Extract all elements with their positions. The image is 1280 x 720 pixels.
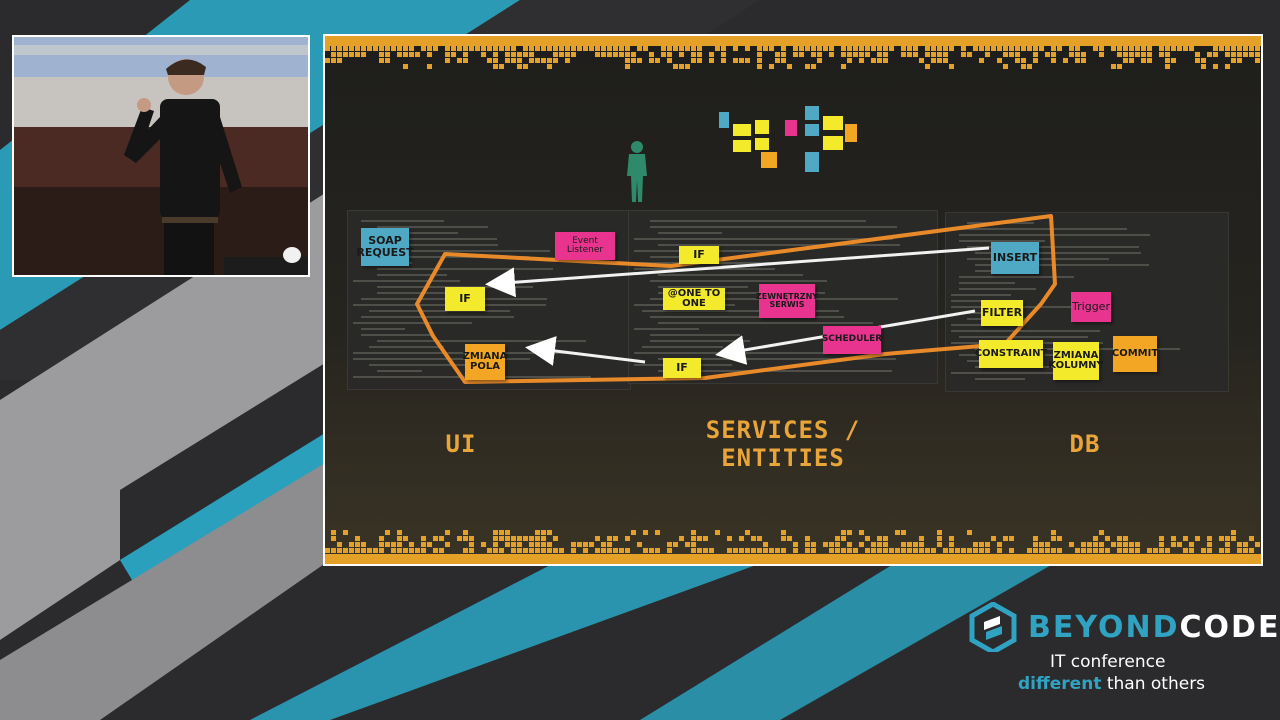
sticky-if-services-bottom: IF (663, 358, 701, 378)
tagline-highlight: different (1018, 674, 1102, 694)
arrow-insert-to-if (485, 246, 990, 298)
presentation-slide: SOAP REQUEST Event Listener IF ZMIANA PO… (323, 34, 1263, 566)
sticky-event-listener: Event Listener (555, 232, 615, 260)
logo-word-beyond: BEYOND (1028, 610, 1180, 645)
tagline-line1: IT conference (1050, 652, 1166, 672)
label-services-line1: SERVICES / (705, 416, 861, 444)
pixel-blocks-graphic (719, 106, 857, 172)
sticky-if-services-top: IF (679, 246, 719, 264)
sticky-zmiana-kolumny: ZMIANA KOLUMNY (1048, 342, 1104, 380)
speaker-video (12, 35, 310, 277)
logo-word-code: CODE (1179, 610, 1280, 645)
sticky-one-to-one: @ONE TO ONE (663, 288, 725, 310)
label-db: DB (1069, 430, 1101, 458)
person-silhouette-icon (627, 141, 647, 202)
label-ui: UI (445, 430, 477, 458)
logo-wordmark: BEYONDCODE (1028, 610, 1280, 645)
sticky-zmiana-pola: ZMIANA POLA (463, 344, 507, 380)
sticky-filter: FILTER (981, 300, 1023, 326)
flow-outline (415, 214, 1057, 384)
sticky-trigger: Trigger (1071, 292, 1111, 322)
sticky-insert: INSERT (991, 242, 1039, 274)
sticky-constraint: CONSTRAINT (975, 340, 1047, 368)
beyond-code-logo-icon (969, 602, 1017, 652)
sticky-scheduler: SCHEDULER (822, 326, 882, 354)
tagline-rest: than others (1101, 674, 1206, 694)
speaker-scene (14, 37, 308, 275)
label-services-line2: ENTITIES (721, 444, 845, 472)
arrow-if-to-zmiana-pola (525, 336, 646, 366)
sticky-zewnetrzny-serwis: ZEWNĘTRZNY SERWIS (756, 284, 818, 318)
beyond-code-logo: BEYONDCODE IT conference different than … (968, 602, 1278, 702)
pixel-border-top (325, 36, 1261, 69)
sticky-soap-request: SOAP REQUEST (356, 228, 414, 266)
pixel-border-bottom (325, 530, 1261, 564)
flow-overlay (415, 214, 1057, 384)
tagline-line2: different than others (1018, 674, 1205, 694)
sticky-if-ui: IF (445, 287, 485, 311)
sticky-commit: COMMIT (1112, 336, 1158, 372)
